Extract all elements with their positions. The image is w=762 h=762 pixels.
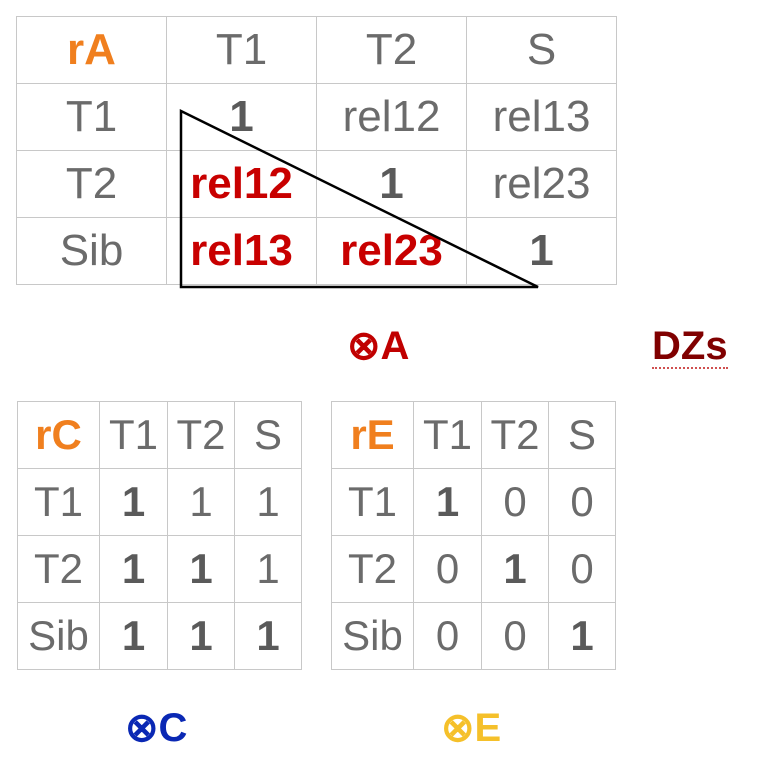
matrix-c-corner-cell: rC <box>17 401 100 469</box>
matrix-e-col-header: T1 <box>413 401 482 469</box>
matrix-c-row-header: Sib <box>17 602 100 670</box>
matrix-e-cell: 1 <box>413 468 482 536</box>
matrix-a-row-header: Sib <box>16 217 167 285</box>
matrix-e-col-header: T2 <box>481 401 549 469</box>
matrix-c-col-header: S <box>234 401 302 469</box>
matrix-a-cell: rel23 <box>466 150 617 218</box>
matrix-c-cell: 1 <box>234 468 302 536</box>
matrix-c-cell: 1 <box>167 535 235 603</box>
matrix-a-cell: rel12 <box>166 150 317 218</box>
matrix-a-row-header: T2 <box>16 150 167 218</box>
matrix-e-cell: 1 <box>481 535 549 603</box>
matrix-e-cell: 0 <box>413 535 482 603</box>
matrix-e-cell: 0 <box>548 535 616 603</box>
matrix-e-cell: 0 <box>481 602 549 670</box>
matrix-a-cell: 1 <box>316 150 467 218</box>
matrix-a-col-header: T2 <box>316 16 467 84</box>
matrix-e-cell: 0 <box>481 468 549 536</box>
matrix-a-cell: rel13 <box>166 217 317 285</box>
matrix-c-cell: 1 <box>99 535 168 603</box>
matrix-c-cell: 1 <box>234 602 302 670</box>
matrix-a-corner-cell: rA <box>16 16 167 84</box>
matrix-a-cell: rel13 <box>466 83 617 151</box>
kron-e-label: ⊗E <box>441 706 502 750</box>
matrix-e-cell: 0 <box>413 602 482 670</box>
matrix-c-cell: 1 <box>99 602 168 670</box>
matrix-c-row-header: T1 <box>17 468 100 536</box>
kron-a-label: ⊗A <box>347 324 410 368</box>
matrix-c-cell: 1 <box>167 602 235 670</box>
matrix-e-cell: 0 <box>548 468 616 536</box>
matrix-a-cell: 1 <box>466 217 617 285</box>
matrix-c-cell: 1 <box>99 468 168 536</box>
matrix-e-corner-cell: rE <box>331 401 414 469</box>
matrix-e-row-header: T1 <box>331 468 414 536</box>
matrix-e-row-header: Sib <box>331 602 414 670</box>
matrix-e-row-header: T2 <box>331 535 414 603</box>
matrix-c-col-header: T2 <box>167 401 235 469</box>
matrix-c: rC T1 T2 S T1 1 1 1 T2 1 1 1 Sib 1 1 1 <box>17 401 302 670</box>
matrix-c-col-header: T1 <box>99 401 168 469</box>
triangle-shape <box>179 108 539 289</box>
matrix-e: rE T1 T2 S T1 1 0 0 T2 0 1 0 Sib 0 0 1 <box>331 401 616 670</box>
matrix-a: rA T1 T2 S T1 1 rel12 rel13 T2 rel12 1 r… <box>16 16 617 285</box>
matrix-c-cell: 1 <box>167 468 235 536</box>
matrix-c-row-header: T2 <box>17 535 100 603</box>
matrix-c-cell: 1 <box>234 535 302 603</box>
matrix-a-col-header: T1 <box>166 16 317 84</box>
matrix-e-cell: 1 <box>548 602 616 670</box>
kron-c-label: ⊗C <box>125 706 188 750</box>
dzs-label: DZs <box>652 324 728 369</box>
matrix-e-col-header: S <box>548 401 616 469</box>
